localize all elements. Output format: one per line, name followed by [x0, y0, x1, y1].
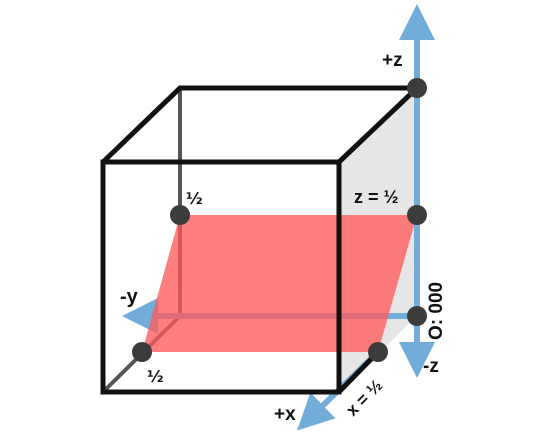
- crystal-plane: [142, 215, 417, 352]
- label-minus-z: -z: [423, 356, 439, 377]
- point-origin: [407, 306, 427, 326]
- point-back-left-half: [170, 205, 190, 225]
- point-x-half: [368, 342, 388, 362]
- label-plus-z: +z: [382, 50, 403, 71]
- label-half-front-left: ½: [147, 367, 164, 386]
- cube-front-face: [100, 159, 342, 395]
- label-plus-x: +x: [274, 404, 296, 425]
- point-top-right: [407, 78, 427, 98]
- label-half-back-left: ½: [186, 189, 203, 208]
- label-z-half: z = ½: [354, 187, 399, 207]
- cube-top-edges: [101, 85, 424, 164]
- point-z-half: [407, 205, 427, 225]
- label-origin: O: 000: [426, 282, 447, 340]
- label-minus-y: -y: [120, 286, 139, 308]
- point-front-left-half: [132, 342, 152, 362]
